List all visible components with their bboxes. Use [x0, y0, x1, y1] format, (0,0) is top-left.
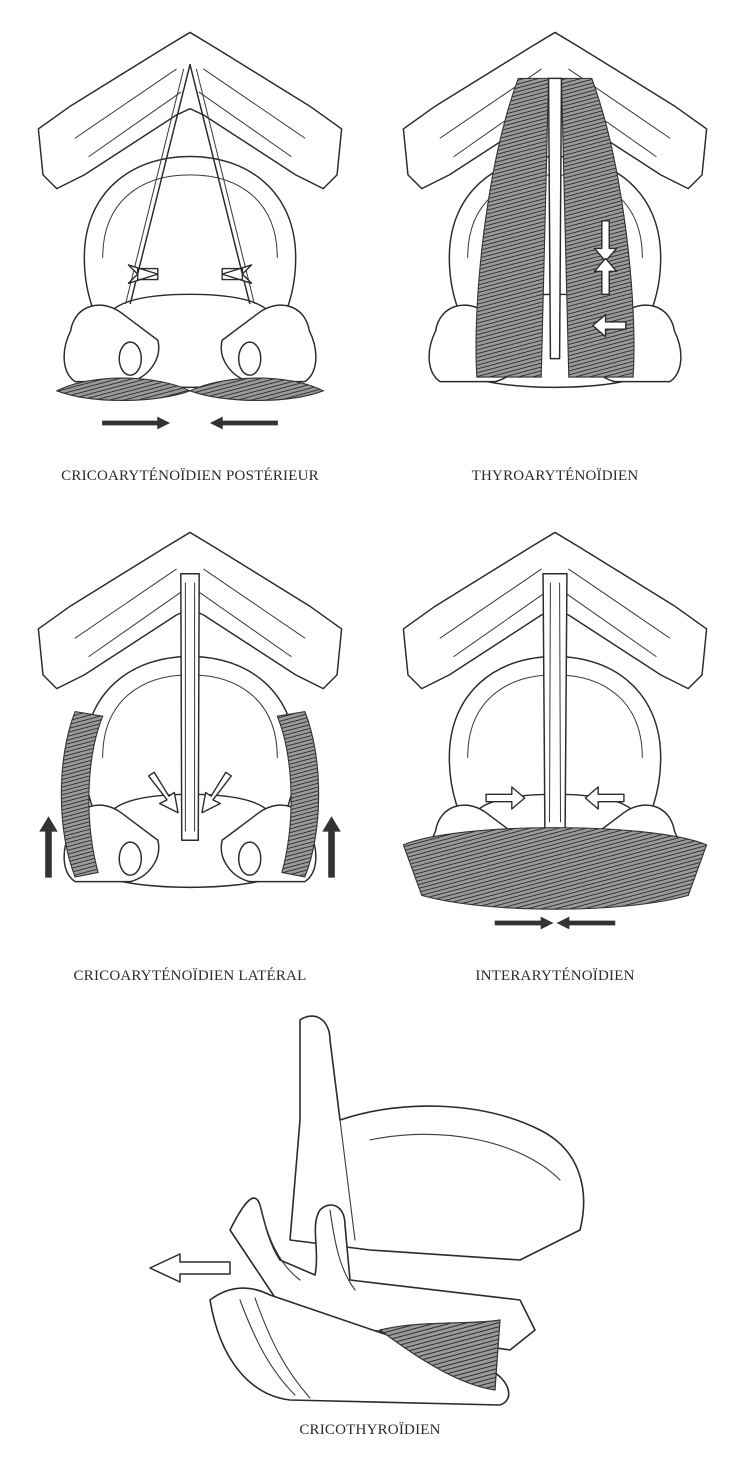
- diagram-cricothyroid: [140, 1000, 600, 1410]
- caption-cricothyroid: CRICOTHYROÏDIEN: [140, 1422, 600, 1439]
- caption-cricoarytenoid-lateral: CRICOARYTÉNOÏDIEN LATÉRAL: [20, 968, 360, 985]
- diagram-thyroarytenoid: [385, 10, 725, 450]
- panel-interarytenoid: [385, 510, 725, 950]
- caption-interarytenoid: INTERARYTÉNOÏDIEN: [385, 968, 725, 985]
- panel-cricoarytenoid-posterior: [20, 10, 360, 450]
- caption-thyroarytenoid: THYROARYTÉNOÏDIEN: [385, 468, 725, 485]
- diagram-interarytenoid: [385, 510, 725, 950]
- diagram-cricoarytenoid-posterior: [20, 10, 360, 450]
- panel-cricoarytenoid-lateral: [20, 510, 360, 950]
- panel-thyroarytenoid: [385, 10, 725, 450]
- panel-cricothyroid: [140, 1000, 600, 1410]
- caption-cricoarytenoid-posterior: CRICOARYTÉNOÏDIEN POSTÉRIEUR: [20, 468, 360, 485]
- diagram-cricoarytenoid-lateral: [20, 510, 360, 950]
